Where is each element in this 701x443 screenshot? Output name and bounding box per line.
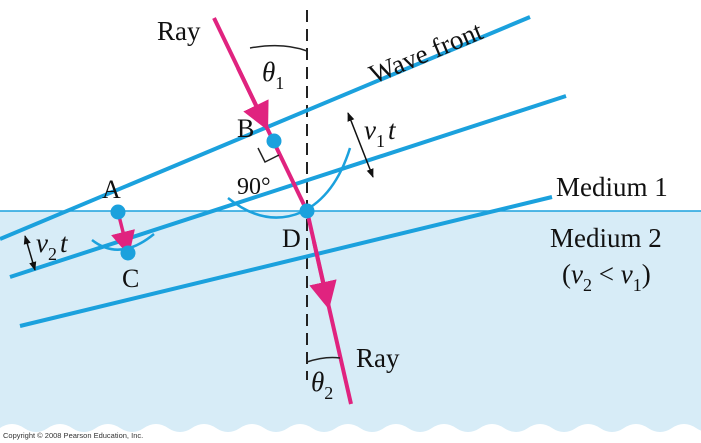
v1t-v: v [364, 115, 376, 145]
theta1-symbol: θ [262, 57, 275, 87]
refracted-ray-arrow [309, 241, 337, 310]
point-b-label: B [237, 114, 254, 143]
condition-v2: v [571, 259, 583, 289]
wave-front-label: Wave front [365, 15, 488, 89]
v1t-arrow [347, 112, 374, 178]
condition-v1: v [621, 259, 633, 289]
v2t-t: t [60, 228, 69, 258]
medium2-label: Medium 2 [550, 223, 662, 253]
theta2-arc [306, 356, 341, 363]
theta2-label: θ2 [311, 367, 333, 403]
theta1-arc [249, 44, 308, 52]
theta2-subscript: 2 [324, 383, 333, 403]
condition-v2-subscript: 2 [583, 275, 592, 295]
condition-open-paren: ( [562, 259, 571, 289]
right-angle-label: 90° [237, 174, 271, 200]
velocity-condition: (v2 < v1) [562, 259, 651, 295]
v2t-arrow [23, 235, 37, 271]
theta1-subscript: 1 [275, 73, 284, 93]
condition-v1-subscript: 1 [633, 275, 642, 295]
point-d-label: D [282, 224, 301, 253]
ray-out-label: Ray [356, 343, 400, 373]
theta1-label: θ1 [262, 57, 284, 93]
v1t-t: t [388, 115, 397, 145]
point-a-dot [110, 204, 126, 220]
v2t-subscript: 2 [48, 244, 57, 264]
wavy-bottom-edge [0, 424, 701, 443]
v2t-v: v [36, 228, 48, 258]
copyright-notice: Copyright © 2008 Pearson Education, Inc. [3, 431, 143, 440]
incident-ray-arrow [236, 67, 269, 131]
condition-less-than: < [592, 259, 621, 289]
right-angle-mark [257, 147, 280, 164]
condition-close-paren: ) [642, 259, 651, 289]
point-c-label: C [122, 264, 139, 293]
point-b-dot [266, 133, 282, 149]
point-a-label: A [102, 175, 121, 204]
theta2-symbol: θ [311, 367, 324, 397]
point-d-dot [299, 203, 315, 219]
v1t-subscript: 1 [376, 131, 385, 151]
wavefront-3 [19, 195, 553, 328]
ray-in-label: Ray [157, 16, 201, 46]
medium1-label: Medium 1 [556, 172, 668, 202]
point-c-dot [120, 245, 136, 261]
